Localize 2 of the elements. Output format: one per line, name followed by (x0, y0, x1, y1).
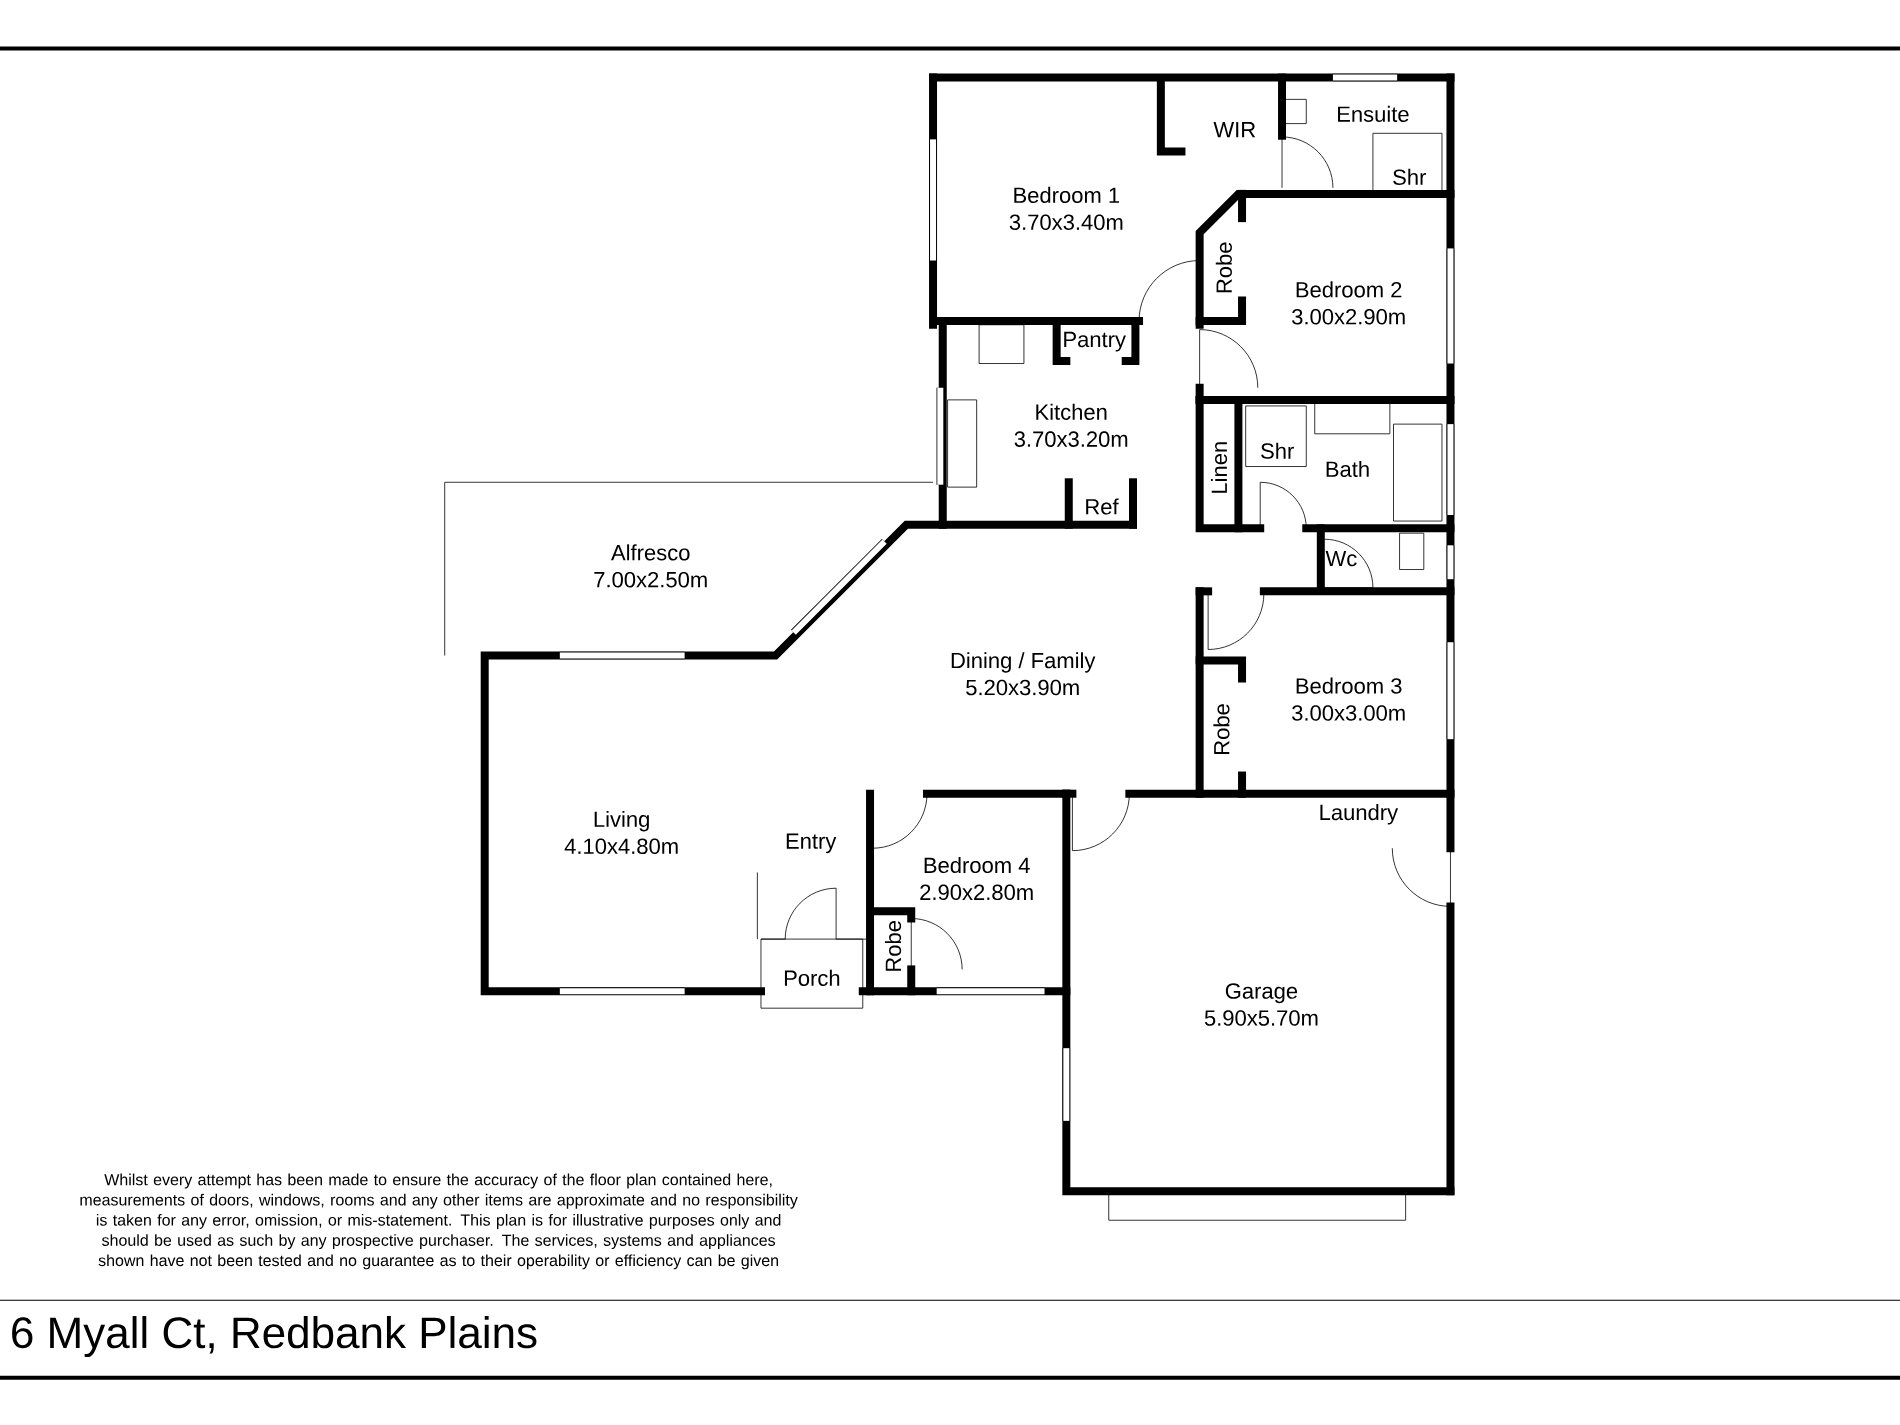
disclaimer-text: Whilst every attempt has been made to ensure the accuracy of the floor plan contained here, measurements of doors, windows, rooms and any other items are approximate and no responsibility is taken for any error, omission, or mis-statement. This plan is for illustrative purposes only and should be used as such by any prospective purchaser. The services, systems and appliances shown have not been tested and no guarantee as to their operability or efficiency can be given (80, 1173, 798, 1270)
address-title: 6 Myall Ct, Redbank Plains (12, 1316, 537, 1358)
